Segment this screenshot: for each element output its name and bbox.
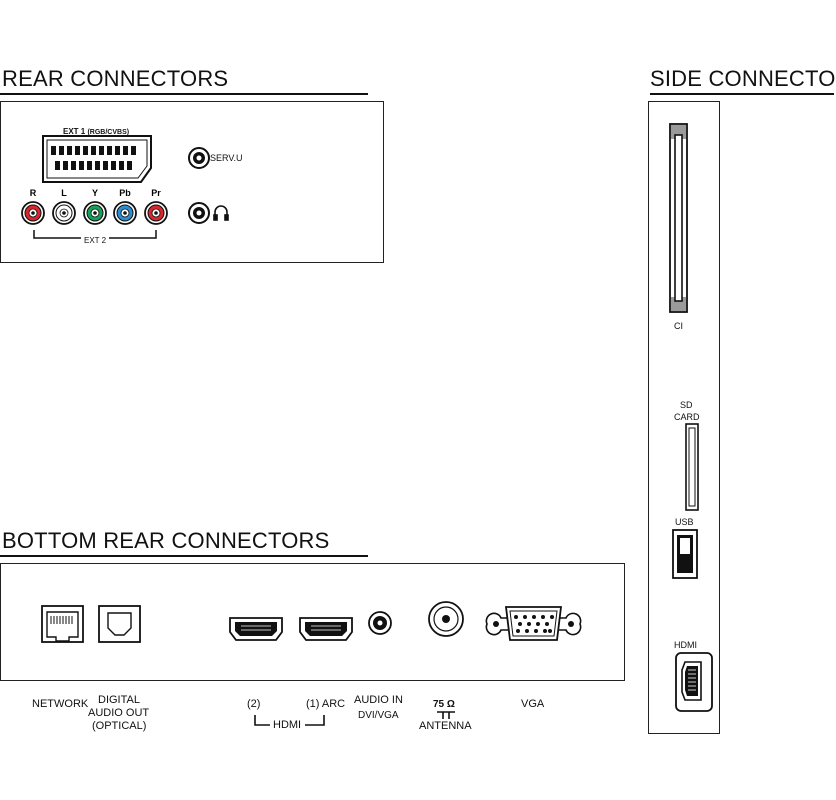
serv-u-label: SERV.U xyxy=(210,153,243,163)
audio-in-label-line2: DVI/VGA xyxy=(358,710,399,721)
optical-audio-port[interactable] xyxy=(98,605,141,643)
hdmi-1-arc-port[interactable] xyxy=(299,617,353,641)
ext1-label: EXT 1 (RGB/CVBS) xyxy=(63,125,129,139)
rca-jacks-group: R L Y Pb Pr xyxy=(21,188,168,225)
rca-label-l: L xyxy=(61,188,67,198)
side-connectors-drawing xyxy=(669,123,713,712)
rca-label-r: R xyxy=(30,188,37,198)
ext2-label: EXT 2 xyxy=(81,234,110,247)
rca-label-pr: Pr xyxy=(151,188,161,198)
service-port-jack[interactable] xyxy=(188,147,210,169)
network-port[interactable] xyxy=(41,605,84,643)
digital-audio-label-line1: DIGITAL xyxy=(98,694,140,706)
rca-jack-pb[interactable] xyxy=(113,201,137,225)
hdmi-2-label: (2) xyxy=(247,698,261,710)
side-heading-rule xyxy=(650,93,834,95)
rear-heading-rule xyxy=(0,93,368,95)
rca-label-y: Y xyxy=(92,188,98,198)
ci-slot[interactable] xyxy=(669,123,688,313)
antenna-port[interactable] xyxy=(428,601,464,637)
rca-jack-y[interactable] xyxy=(83,201,107,225)
ci-label: CI xyxy=(674,321,683,331)
rca-jack-l[interactable] xyxy=(52,201,76,225)
side-connectors-panel: CI SD CARD USB HDMI xyxy=(648,101,720,734)
vga-label: VGA xyxy=(521,698,545,710)
bottom-rear-connectors-panel xyxy=(0,563,625,681)
antenna-label: ANTENNA xyxy=(419,720,472,732)
hdmi-2-port[interactable] xyxy=(229,617,283,641)
sd-label-line1: SD xyxy=(680,400,693,410)
audio-in-label-line1: AUDIO IN xyxy=(354,694,403,706)
vga-port[interactable] xyxy=(485,606,582,641)
side-hdmi-port[interactable] xyxy=(675,652,713,712)
rca-jack-pr[interactable] xyxy=(144,201,168,225)
rear-connectors-heading: REAR CONNECTORS xyxy=(2,66,229,91)
hdmi-bracket xyxy=(254,715,325,726)
antenna-symbol-icon xyxy=(437,711,455,719)
ext1-sublabel: (RGB/CVBS) xyxy=(87,129,130,136)
rca-jack-r[interactable] xyxy=(21,201,45,225)
hdmi-group-label: HDMI xyxy=(273,719,302,731)
digital-audio-label-line2: AUDIO OUT xyxy=(88,707,150,719)
sd-label-line2: CARD xyxy=(674,412,700,422)
bottom-rear-connectors-heading: BOTTOM REAR CONNECTORS xyxy=(2,528,330,553)
antenna-impedance-label: 75 Ω xyxy=(433,699,455,710)
scart-connector[interactable] xyxy=(42,135,152,183)
network-label: NETWORK xyxy=(32,698,89,710)
ext1-label-text: EXT 1 xyxy=(63,127,86,136)
side-hdmi-label: HDMI xyxy=(674,640,697,650)
usb-port[interactable] xyxy=(672,529,698,579)
rca-label-pb: Pb xyxy=(119,188,131,198)
hdmi-1-arc-label: (1) ARC xyxy=(306,698,346,710)
headphones-icon xyxy=(213,205,229,221)
headphone-jack[interactable] xyxy=(188,202,210,224)
digital-audio-label-line3: (OPTICAL) xyxy=(92,720,147,732)
usb-label: USB xyxy=(675,517,694,527)
sd-card-slot[interactable] xyxy=(685,423,699,511)
audio-in-jack[interactable] xyxy=(368,611,392,635)
bottom-connectors-drawing xyxy=(41,601,582,643)
bottom-heading-rule xyxy=(0,555,368,557)
rear-connectors-panel: EXT 1 (RGB/CVBS) xyxy=(0,101,384,263)
side-connectors-heading: SIDE CONNECTORS xyxy=(650,66,836,91)
